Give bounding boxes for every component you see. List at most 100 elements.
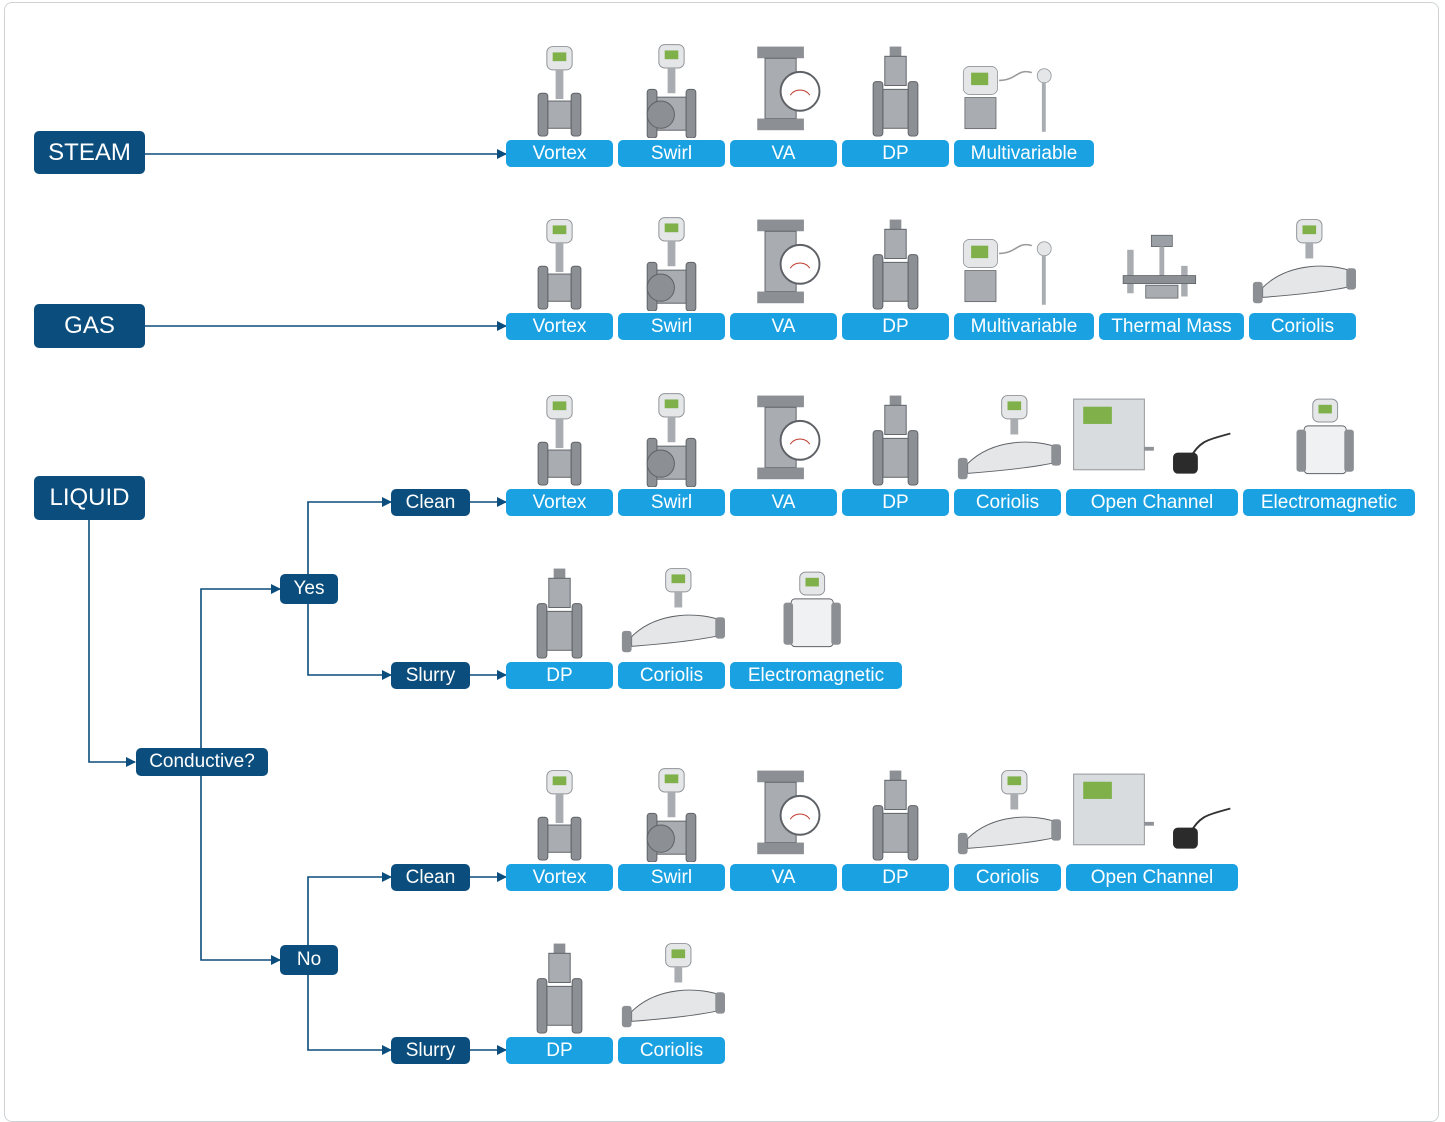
no-clean-meter-swirl: Swirl <box>618 864 725 891</box>
yes-clean-label: Clean <box>405 491 456 513</box>
liquid-label: LIQUID <box>49 484 130 511</box>
conductive-to-yes-arrow <box>200 584 281 748</box>
steam-meter-swirl: Swirl <box>618 140 725 167</box>
liquid-to-conductive-arrow <box>88 520 136 767</box>
steam-meter-dp: DP <box>842 140 949 167</box>
meter-label: Swirl <box>650 866 693 888</box>
yes-slurry-meter-coriolis: Coriolis <box>618 662 725 689</box>
meter-label: DP <box>882 142 909 164</box>
gas-meter-coriolis: Coriolis <box>1249 313 1356 340</box>
meter-label: Electromagnetic <box>747 664 885 686</box>
meter-label: VA <box>771 315 796 337</box>
dp-meter-icon <box>842 38 949 138</box>
electromagnetic-meter-icon <box>1243 387 1415 487</box>
no-to-slurry-arrow <box>307 975 392 1055</box>
meter-label: DP <box>546 1039 573 1061</box>
yes-clean-meter-swirl: Swirl <box>618 489 725 516</box>
gas-meter-swirl: Swirl <box>618 313 725 340</box>
meter-label: Vortex <box>532 315 587 337</box>
meter-label: Coriolis <box>639 1039 704 1061</box>
no-node: No <box>280 945 338 975</box>
gas-label: GAS <box>64 312 115 339</box>
meter-label: Swirl <box>650 491 693 513</box>
meter-label: Swirl <box>650 315 693 337</box>
no-clean-label: Clean <box>405 866 456 888</box>
thermal-mass-meter-icon <box>1099 211 1244 311</box>
vortex-meter-icon <box>506 211 613 311</box>
steam-category: STEAM <box>34 131 145 174</box>
multivariable-transmitter-icon <box>954 38 1094 138</box>
vortex-meter-icon <box>506 387 613 487</box>
no-clean-meter-dp: DP <box>842 864 949 891</box>
swirl-meter-icon <box>618 387 725 488</box>
yes-to-clean-arrow <box>307 497 392 574</box>
meter-label: Vortex <box>532 491 587 513</box>
no-clean-meter-vortex: Vortex <box>506 864 613 891</box>
yes-node: Yes <box>280 574 338 604</box>
gas-category: GAS <box>34 304 145 348</box>
coriolis-meter-icon <box>954 762 1061 862</box>
meter-label: DP <box>882 315 909 337</box>
meter-label: Electromagnetic <box>1260 491 1398 513</box>
multivariable-transmitter-icon <box>954 211 1094 311</box>
meter-label: DP <box>882 491 909 513</box>
swirl-meter-icon <box>618 38 725 139</box>
no-clean-meter-open-channel: Open Channel <box>1066 864 1238 891</box>
dp-meter-icon <box>842 762 949 862</box>
conductive-to-no-arrow <box>200 776 281 965</box>
vortex-meter-icon <box>506 762 613 862</box>
meter-label: Multivariable <box>970 142 1078 164</box>
swirl-meter-icon <box>618 762 725 863</box>
yes-clean-meter-open-channel: Open Channel <box>1066 489 1238 516</box>
dp-meter-icon <box>506 935 613 1035</box>
no-slurry-label: Slurry <box>405 1039 456 1061</box>
yes-slurry-meter-dp: DP <box>506 662 613 689</box>
electromagnetic-meter-icon <box>730 560 902 660</box>
conductive-label: Conductive? <box>149 751 255 772</box>
yes-to-slurry-arrow <box>307 604 392 680</box>
meter-label: Open Channel <box>1090 491 1214 513</box>
gas-meter-thermal-mass: Thermal Mass <box>1099 313 1244 340</box>
steam-meter-va: VA <box>730 140 837 167</box>
yes-clean-node: Clean <box>391 489 470 516</box>
no-clean-node: Clean <box>391 864 470 891</box>
dp-meter-icon <box>506 560 613 660</box>
no-label: No <box>296 949 322 970</box>
gas-meter-va: VA <box>730 313 837 340</box>
yes-clean-meter-electromagnetic: Electromagnetic <box>1243 489 1415 516</box>
meter-label: Coriolis <box>1270 315 1335 337</box>
yes-clean-meter-va: VA <box>730 489 837 516</box>
dp-meter-icon <box>842 387 949 487</box>
no-clean-meter-va: VA <box>730 864 837 891</box>
swirl-meter-icon <box>618 211 725 312</box>
gas-meter-vortex: Vortex <box>506 313 613 340</box>
meter-label: Coriolis <box>639 664 704 686</box>
steam-meter-vortex: Vortex <box>506 140 613 167</box>
yes-clean-meter-vortex: Vortex <box>506 489 613 516</box>
variable-area-meter-icon <box>730 762 837 862</box>
variable-area-meter-icon <box>730 211 837 311</box>
no-to-clean-arrow <box>307 872 392 945</box>
yes-clean-meter-coriolis: Coriolis <box>954 489 1061 516</box>
meter-label: Vortex <box>532 866 587 888</box>
meter-label: Swirl <box>650 142 693 164</box>
coriolis-meter-icon <box>954 387 1061 487</box>
meter-label: DP <box>546 664 573 686</box>
conductive-question: Conductive? <box>136 748 268 776</box>
yes-slurry-node: Slurry <box>391 662 470 689</box>
meter-label: Coriolis <box>975 866 1040 888</box>
yes-slurry-meter-electromagnetic: Electromagnetic <box>730 662 902 689</box>
gas-meter-multivariable: Multivariable <box>954 313 1094 340</box>
no-slurry-meter-dp: DP <box>506 1037 613 1064</box>
open-channel-meter-icon <box>1066 387 1238 487</box>
meter-label: DP <box>882 866 909 888</box>
dp-meter-icon <box>842 211 949 311</box>
no-clean-meter-coriolis: Coriolis <box>954 864 1061 891</box>
meter-label: Open Channel <box>1090 866 1214 888</box>
liquid-category: LIQUID <box>34 476 145 520</box>
coriolis-meter-icon <box>618 560 725 660</box>
steam-label: STEAM <box>48 138 131 166</box>
steam-meter-multivariable: Multivariable <box>954 140 1094 167</box>
yes-clean-meter-dp: DP <box>842 489 949 516</box>
